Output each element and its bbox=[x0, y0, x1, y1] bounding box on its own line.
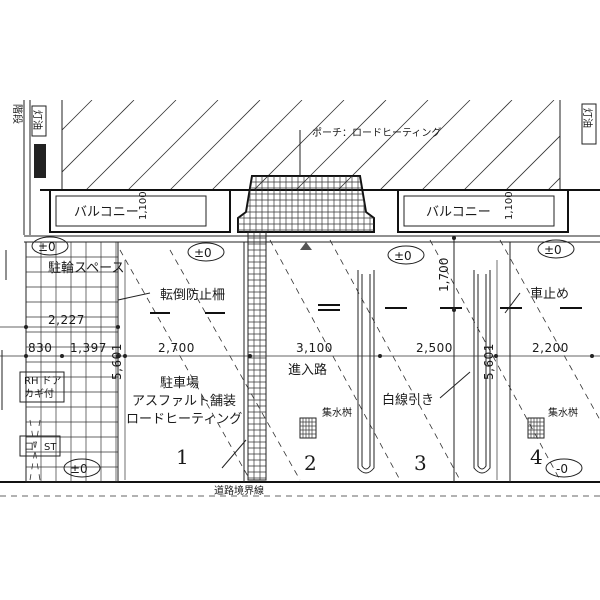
fall-prevention-fence-label: 転倒防止柵 bbox=[160, 287, 225, 303]
dim-depth-right: 5,601 bbox=[482, 343, 496, 380]
leader-lines bbox=[117, 292, 521, 469]
dim-830: 830 bbox=[28, 341, 52, 355]
dim-2227: 2,227 bbox=[48, 313, 85, 327]
white-line-label: 白線引き bbox=[382, 392, 434, 408]
depth-dimensions: 5,601 5,601 bbox=[110, 260, 498, 480]
stall-number-4: 4 bbox=[530, 445, 543, 469]
parking-lot-label: 駐車場 bbox=[160, 376, 199, 391]
porch-label: ポーチ：ロードヒーティング bbox=[312, 126, 441, 139]
balcony-right-depth: 1,100 bbox=[504, 191, 515, 220]
stall-number-3: 3 bbox=[414, 451, 427, 475]
left-edge-tags: 灯油 階段 bbox=[11, 100, 47, 235]
dim-2200: 2,200 bbox=[532, 341, 569, 355]
catch-basin-right-label: 集水桝 bbox=[548, 406, 578, 419]
level-marker-1: ±0 bbox=[38, 240, 56, 254]
dim-2500: 2,500 bbox=[416, 341, 453, 355]
stair-block bbox=[34, 144, 46, 178]
level-marker-6: -0 bbox=[556, 462, 568, 476]
bicycle-space: 駐輪スペース bbox=[25, 241, 124, 483]
balcony-left-label: バルコニー bbox=[74, 205, 139, 220]
width-1700-label: 1,700 bbox=[437, 258, 451, 292]
catch-basin-center: 集水桝 bbox=[299, 406, 352, 439]
stall-number-1: 1 bbox=[176, 445, 189, 469]
car-stop-label: 車止め bbox=[530, 287, 569, 302]
dim-3100: 3,100 bbox=[296, 341, 333, 355]
dim-depth-left: 5,601 bbox=[110, 343, 124, 380]
stall-number-2: 2 bbox=[304, 451, 317, 475]
porch: ポーチ：ロードヒーティング bbox=[237, 126, 441, 233]
catch-basin-center-label: 集水桝 bbox=[322, 406, 352, 419]
dim-1397: 1,397 bbox=[70, 341, 107, 355]
balcony-right: バルコニー 1,100 bbox=[397, 189, 569, 233]
dimension-row-1: 2,227 bbox=[0, 313, 120, 329]
level-marker-5: ±0 bbox=[70, 462, 88, 476]
stall-diagonals bbox=[119, 239, 600, 481]
door-tag-1: RH ドア bbox=[24, 376, 62, 387]
car-stops bbox=[150, 304, 582, 314]
dim-2700: 2,700 bbox=[158, 341, 195, 355]
level-markers: ±0 ±0 ±0 ±0 ±0 -0 bbox=[31, 236, 583, 478]
right-tag: 灯油 bbox=[581, 108, 594, 128]
approach-road-label: 進入路 bbox=[288, 362, 327, 378]
bicycle-space-label: 駐輪スペース bbox=[48, 260, 124, 276]
balcony-right-label: バルコニー bbox=[426, 205, 491, 220]
white-line-u-shapes bbox=[357, 270, 491, 474]
door-tag-2: カギ付 bbox=[24, 387, 54, 400]
level-marker-2: ±0 bbox=[194, 246, 212, 260]
asphalt-paving-label: アスファルト舗装 bbox=[132, 394, 236, 409]
level-marker-3: ±0 bbox=[394, 249, 412, 263]
width-1700-dimension: 1,700 bbox=[437, 236, 456, 312]
balcony-left: バルコニー 1,100 bbox=[49, 189, 231, 233]
catch-basin-right: 集水桝 bbox=[527, 406, 578, 439]
door-tags: RH ドア カギ付 ロ゛ST bbox=[1, 250, 65, 481]
road-boundary-label: 道路境界線 bbox=[214, 484, 264, 497]
right-edge-tags: 灯油 bbox=[581, 103, 597, 145]
balcony-left-depth: 1,100 bbox=[138, 191, 149, 220]
road-heating-label: ロードヒーティング bbox=[126, 412, 242, 427]
lamp-tag: 灯油 bbox=[31, 110, 44, 130]
door-tag-3: ロ゛ST bbox=[24, 441, 57, 453]
triangle-mark bbox=[300, 242, 312, 250]
dimension-row-2: 830 1,397 2,700 3,100 2,500 2,200 bbox=[0, 341, 600, 358]
level-marker-4: ±0 bbox=[544, 243, 562, 257]
stairs-tag: 階段 bbox=[11, 104, 24, 124]
